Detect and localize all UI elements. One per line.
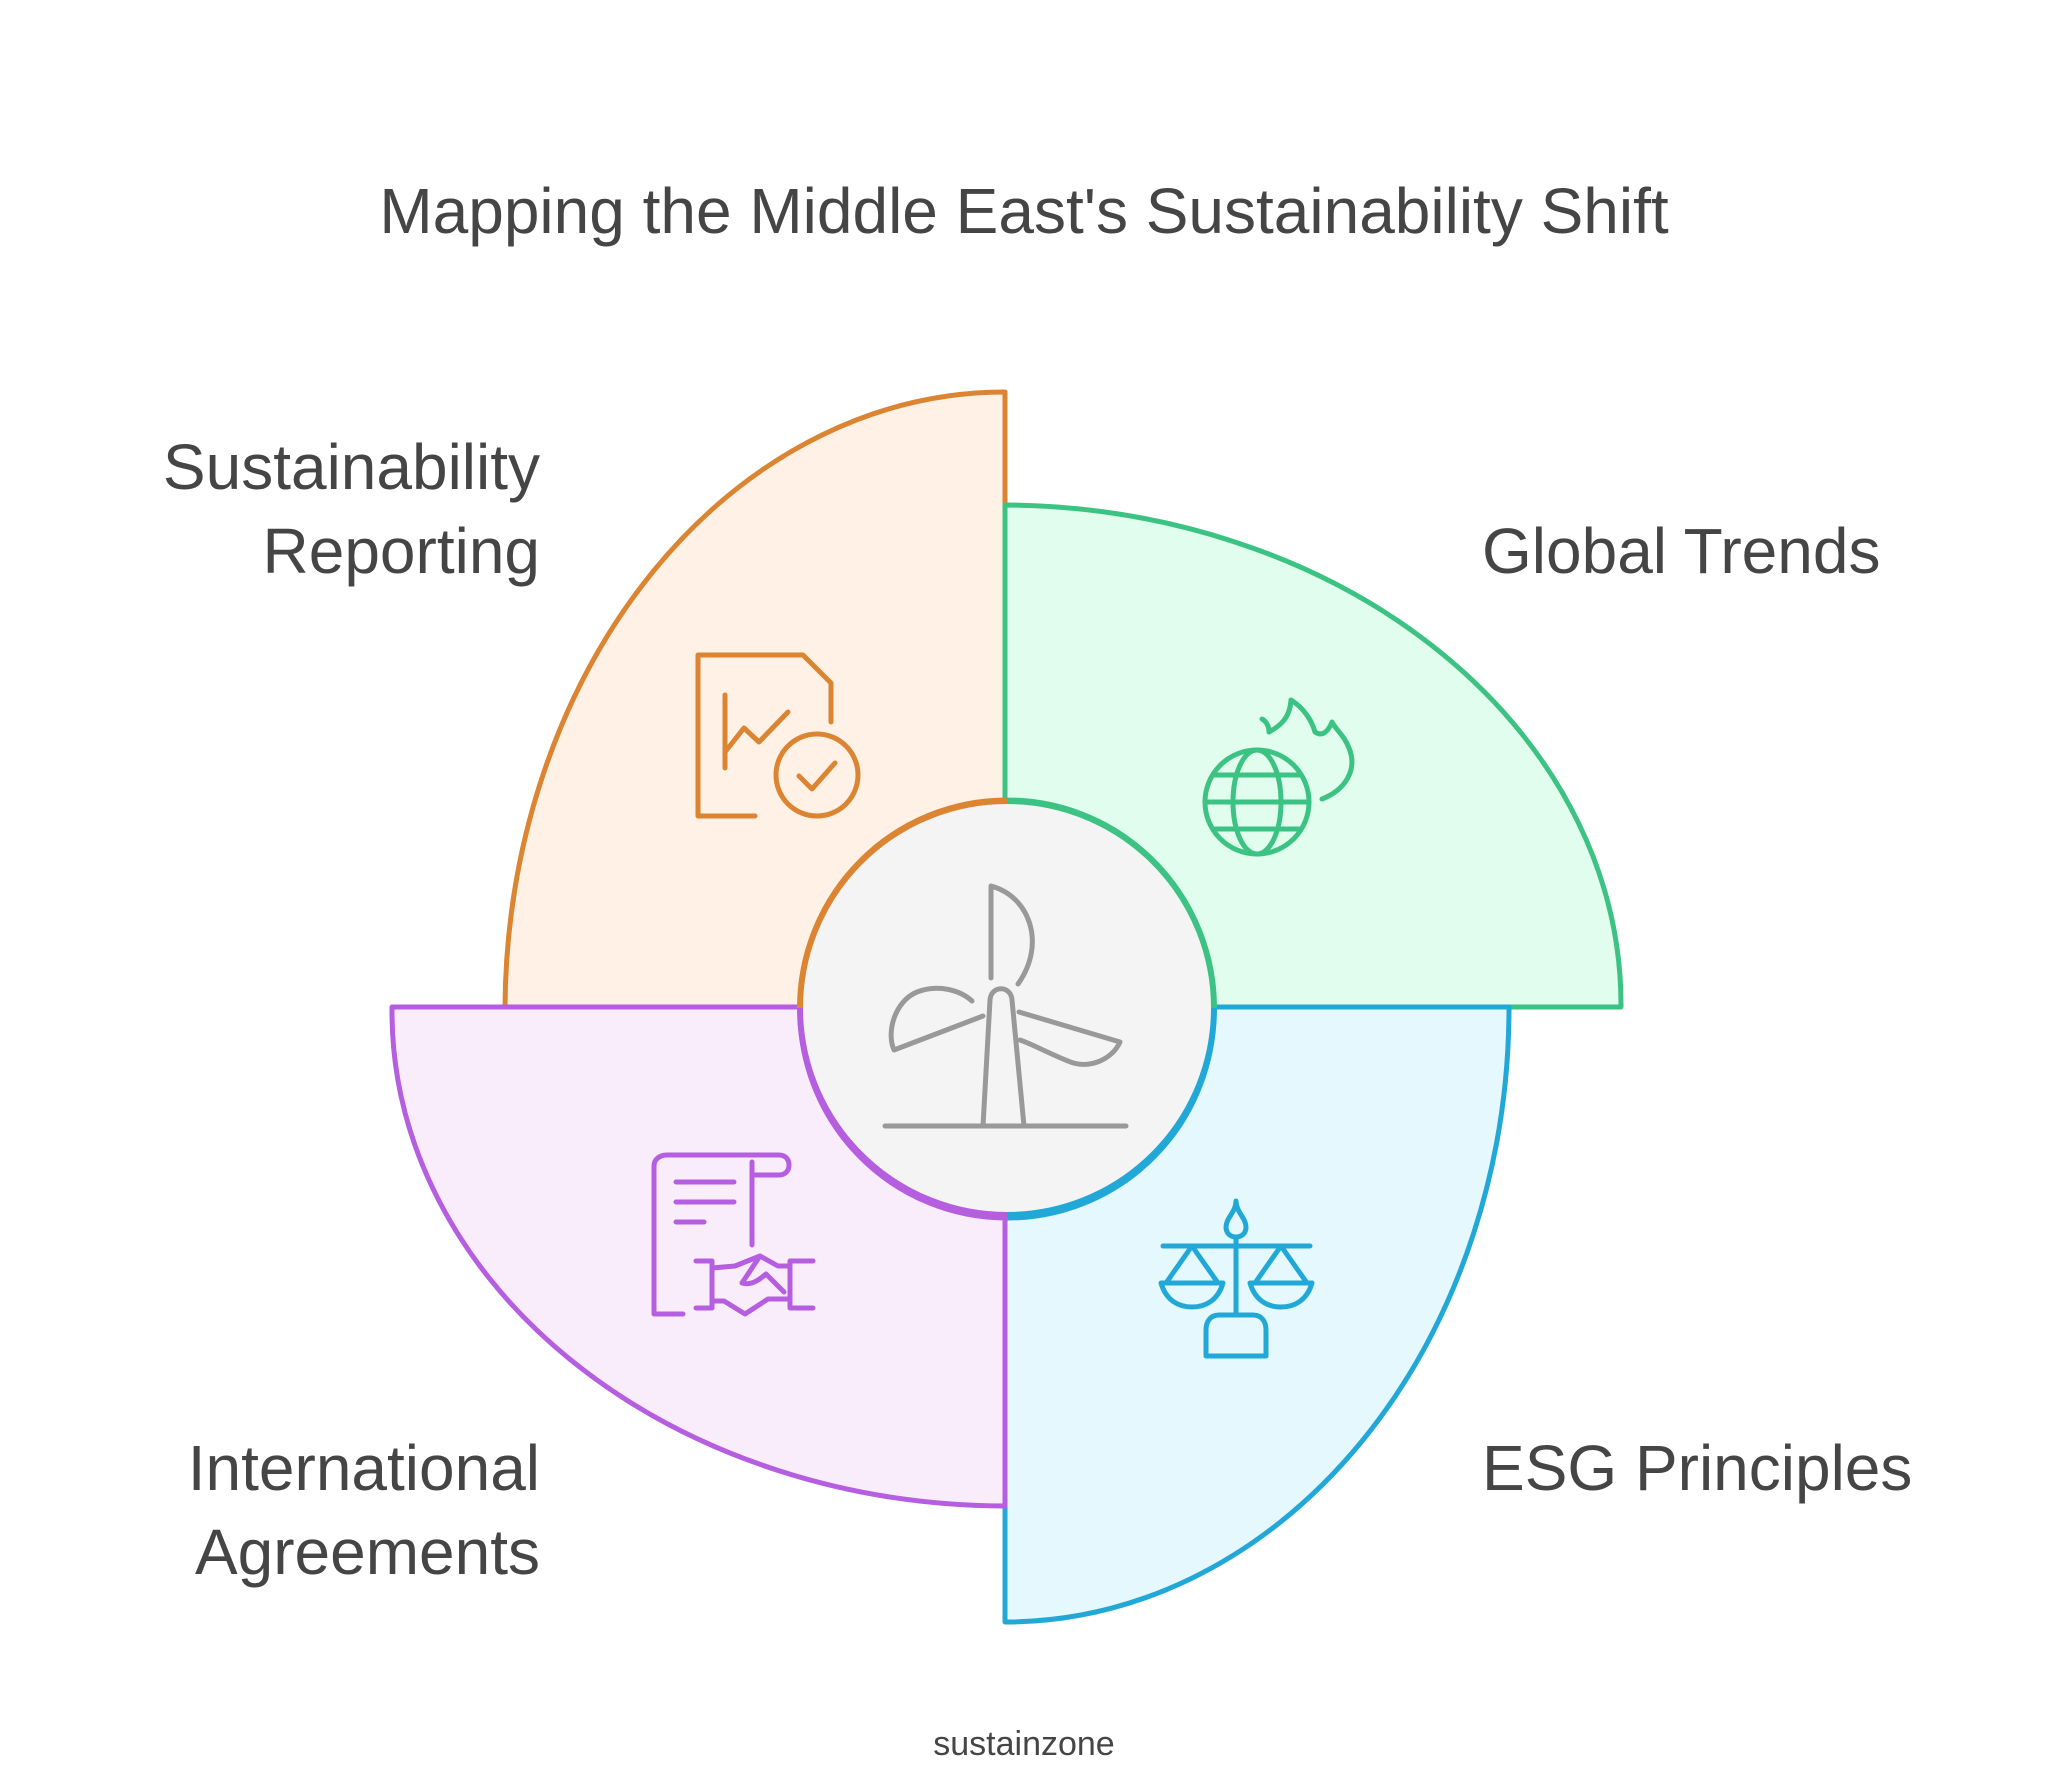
- label-international-agreements: International Agreements: [188, 1426, 540, 1594]
- report-check-icon: [695, 652, 861, 819]
- label-line: ESG Principles: [1482, 1432, 1913, 1504]
- label-line: Reporting: [262, 515, 541, 587]
- label-line: International: [187, 1432, 540, 1504]
- label-line: Agreements: [194, 1516, 540, 1588]
- hub-arc-agreements: [797, 1007, 1008, 1218]
- label-sustainability-reporting: Sustainability Reporting: [163, 425, 540, 593]
- label-line: Global Trends: [1482, 515, 1881, 587]
- diagram-title: Mapping the Middle East's Sustainability…: [379, 175, 1669, 247]
- label-line: Sustainability: [162, 431, 540, 503]
- center-hub: [797, 798, 1217, 1218]
- contract-handshake-icon: [651, 1152, 816, 1317]
- label-global-trends: Global Trends: [1482, 509, 1880, 593]
- globe-fire-icon: [1202, 697, 1355, 857]
- hub-arc-trends: [1006, 798, 1217, 1009]
- segment-esg-principles: [1002, 1004, 1512, 1625]
- segment-international-agreements: [389, 1004, 1008, 1509]
- wind-turbine-icon: [882, 883, 1129, 1129]
- footer-brand: sustainzone: [933, 1725, 1115, 1763]
- label-esg-principles: ESG Principles: [1482, 1426, 1912, 1510]
- hub-arc-esg: [1006, 1007, 1217, 1218]
- balance-scale-icon: [1158, 1198, 1315, 1359]
- hub-arc-reporting: [797, 798, 1008, 1009]
